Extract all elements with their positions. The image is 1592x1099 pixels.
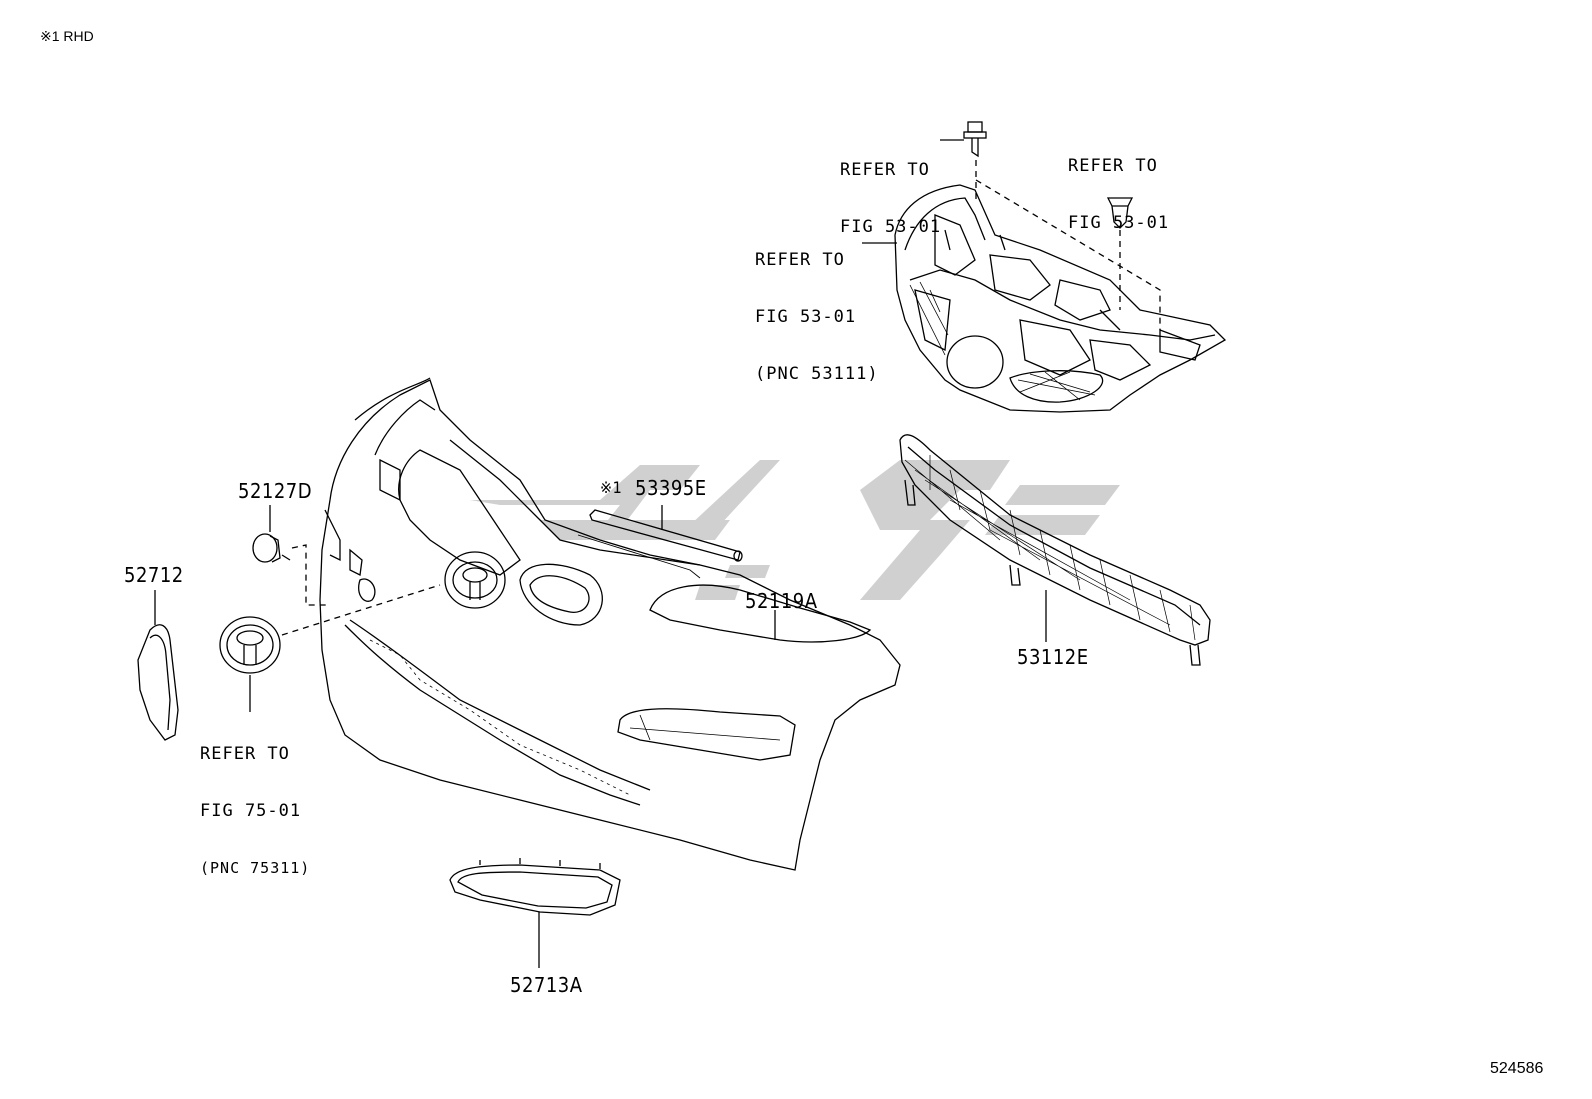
front-emblem-icon <box>219 616 281 674</box>
bumper-emblem-icon <box>444 551 506 609</box>
part-53112E: 53112E <box>1017 645 1089 669</box>
part-52713A: 52713A <box>510 973 583 997</box>
ref-line: (PNC 53111) <box>755 364 879 384</box>
upper-grille-assembly <box>894 184 1227 413</box>
ref-line: FIG 53-01 <box>1068 213 1170 233</box>
cap-52127D <box>252 533 291 563</box>
part-52119A: 52119A <box>745 589 818 613</box>
watermark-logo <box>470 460 1120 600</box>
figure-number: 524586 <box>1490 1060 1544 1077</box>
part-53395E-mark: ※1 <box>600 478 623 497</box>
lower-grille-53112E <box>899 434 1211 666</box>
part-52712: 52712 <box>124 563 184 587</box>
ref-line: REFER TO <box>840 160 930 180</box>
cover-52712 <box>137 624 179 741</box>
front-bumper-52119A <box>319 377 901 871</box>
moulding-53395E <box>577 509 743 579</box>
ref-line: (PNC 75311) <box>200 859 311 877</box>
ref-line: REFER TO <box>755 250 845 270</box>
rhd-note: ※1 RHD <box>40 28 94 44</box>
ref-label-emblem: REFER TO FIG 75-01 (PNC 75311) <box>200 707 310 916</box>
bolt-icon <box>963 121 987 158</box>
ref-line: REFER TO <box>200 744 290 764</box>
ref-label-grille: REFER TO FIG 53-01 (PNC 53111) <box>755 213 879 422</box>
ref-line: FIG 53-01 <box>840 217 942 237</box>
dashed-leaders-upper <box>975 160 1161 330</box>
cover-52713A <box>449 858 621 916</box>
part-52127D: 52127D <box>238 479 313 503</box>
part-53395E: 53395E <box>635 476 707 500</box>
ref-label-clip: REFER TO FIG 53-01 <box>1068 119 1169 271</box>
ref-line: FIG 75-01 <box>200 801 302 821</box>
ref-line: FIG 53-01 <box>755 307 857 327</box>
ref-label-bolt: REFER TO FIG 53-01 <box>840 123 941 275</box>
clip-icon <box>1106 197 1134 229</box>
dashed-leaders-cap <box>281 544 441 636</box>
ref-line: REFER TO <box>1068 156 1158 176</box>
